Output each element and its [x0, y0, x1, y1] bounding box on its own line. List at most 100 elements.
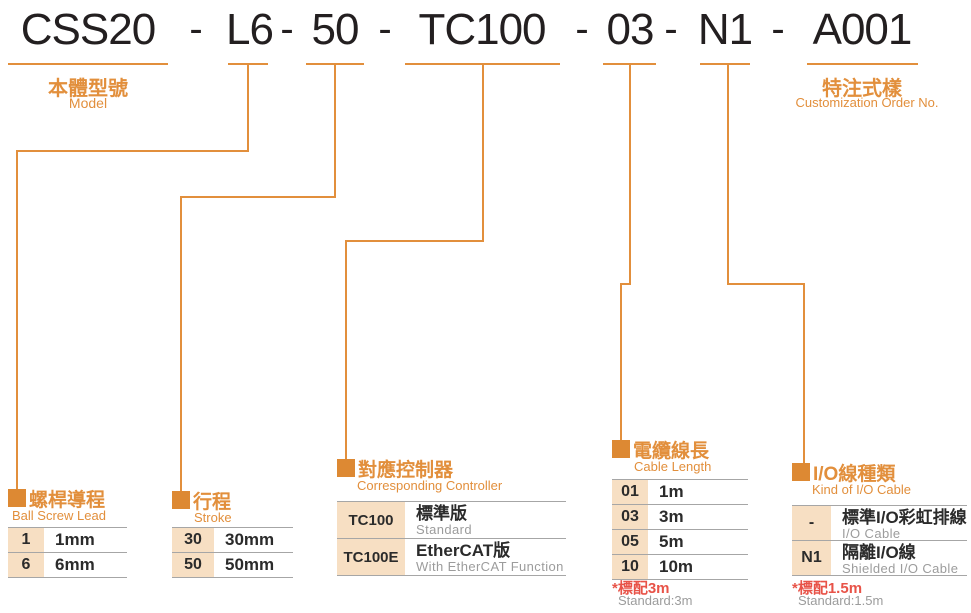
connector-lead-across [16, 150, 249, 152]
table-row: 1 1mm [8, 528, 127, 553]
section-title-zh: 對應控制器 [358, 460, 454, 481]
section-title-zh: 行程 [193, 492, 232, 513]
table-row: TC100 標準版 Standard [337, 502, 566, 539]
model-separator: - [771, 7, 785, 51]
model-label-zh: 本體型號 [48, 78, 128, 100]
table-row: TC100E EtherCAT版 With EtherCAT Function [337, 539, 566, 576]
model-segment-cable: 03 [606, 5, 655, 54]
connector-controller-across [345, 240, 484, 242]
option-value: 標準版 Standard [407, 502, 472, 538]
customization-label-en: Customization Order No. [795, 95, 939, 110]
option-value: 6mm [55, 555, 95, 574]
option-code: 1 [8, 528, 46, 552]
option-code: 6 [8, 553, 46, 577]
connector-io-down [803, 283, 805, 463]
section-title-en: Ball Screw Lead [12, 508, 106, 523]
options-table: 30 30mm 50 50mm [172, 527, 293, 578]
connector-stroke-down [180, 196, 182, 491]
connector-controller-down [345, 240, 347, 459]
option-code: 03 [612, 505, 650, 529]
connector-io-drop [727, 65, 729, 285]
option-code: - [792, 506, 833, 540]
option-value-zh: 隔離I/O線 [842, 543, 916, 562]
option-code: 50 [172, 553, 216, 577]
section-bullet-icon [337, 459, 355, 477]
options-table: 01 1m 03 3m 05 5m 10 10m [612, 479, 748, 580]
table-row: 50 50mm [172, 553, 293, 578]
model-separator: - [575, 7, 589, 51]
model-separator: - [664, 7, 678, 51]
connector-cable-down [620, 283, 622, 440]
section-bullet-icon [8, 489, 26, 507]
standard-note-en: Standard:3m [618, 593, 693, 608]
connector-stroke-drop [334, 65, 336, 198]
customization-label-zh: 特注式樣 [822, 78, 902, 100]
option-code: N1 [792, 541, 833, 575]
model-segment-controller: TC100 [418, 5, 546, 54]
option-value-en: With EtherCAT Function [416, 559, 564, 574]
connector-lead-down [16, 150, 18, 489]
option-value: 30mm [225, 530, 275, 549]
option-value: 5m [659, 532, 684, 551]
underline-cable [603, 63, 656, 65]
table-row: 03 3m [612, 505, 748, 530]
table-row: 05 5m [612, 530, 748, 555]
underline-io [700, 63, 750, 65]
option-value: 50mm [225, 555, 275, 574]
model-segment-lead: L6 [226, 5, 274, 54]
model-label-en: Model [68, 95, 108, 111]
option-value-zh: 標準I/O彩虹排線 [842, 508, 967, 527]
connector-stroke-across [180, 196, 336, 198]
model-separator: - [280, 7, 294, 51]
section-title-zh: I/O線種類 [813, 464, 896, 485]
connector-io-across [727, 283, 805, 285]
options-table: 1 1mm 6 6mm [8, 527, 127, 578]
table-row: 01 1m [612, 480, 748, 505]
section-title-en: Stroke [194, 510, 232, 525]
underline-lead [228, 63, 268, 65]
standard-note-en: Standard:1.5m [798, 593, 884, 608]
section-bullet-icon [172, 491, 190, 509]
section-bullet-icon [612, 440, 630, 458]
underline-body [8, 63, 168, 65]
connector-cable-across [620, 283, 631, 285]
connector-cable-drop [629, 65, 631, 285]
table-row: 30 30mm [172, 528, 293, 553]
underline-controller [405, 63, 560, 65]
option-code: TC100 [337, 502, 407, 538]
option-code: 01 [612, 480, 650, 504]
section-title-zh: 電纜線長 [633, 441, 710, 462]
option-value: 1m [659, 482, 684, 501]
option-value: 標準I/O彩虹排線 I/O Cable [833, 506, 967, 541]
section-title-en: Corresponding Controller [357, 478, 503, 493]
option-code: 10 [612, 555, 650, 579]
underline-stroke [306, 63, 364, 65]
standard-note-zh: *標配3m [612, 580, 670, 597]
option-value: 1mm [55, 530, 95, 549]
connector-lead-drop [247, 65, 249, 152]
section-title-en: Cable Length [634, 459, 712, 474]
table-row: N1 隔離I/O線 Shielded I/O Cable [792, 541, 967, 576]
model-segment-stroke: 50 [311, 5, 360, 54]
option-value: 隔離I/O線 Shielded I/O Cable [833, 541, 958, 576]
table-row: 10 10m [612, 555, 748, 580]
option-code: 30 [172, 528, 216, 552]
options-table: - 標準I/O彩虹排線 I/O Cable N1 隔離I/O線 Shielded… [792, 505, 967, 576]
option-code: 05 [612, 530, 650, 554]
underline-custom [807, 63, 918, 65]
option-value-zh: EtherCAT版 [416, 541, 511, 560]
model-segment-io: N1 [697, 5, 753, 54]
section-title-en: Kind of I/O Cable [812, 482, 911, 497]
option-value: 10m [659, 557, 694, 576]
table-row: 6 6mm [8, 553, 127, 578]
standard-note-zh: *標配1.5m [792, 580, 863, 597]
model-segment-custom: A001 [812, 5, 913, 54]
options-table: TC100 標準版 Standard TC100E EtherCAT版 With… [337, 501, 566, 576]
option-value-en: Standard [416, 522, 472, 537]
option-value: EtherCAT版 With EtherCAT Function [407, 539, 564, 575]
model-segment-body: CSS20 [20, 5, 156, 54]
section-bullet-icon [792, 463, 810, 481]
option-value-zh: 標準版 [416, 504, 467, 523]
option-value: 3m [659, 507, 684, 526]
